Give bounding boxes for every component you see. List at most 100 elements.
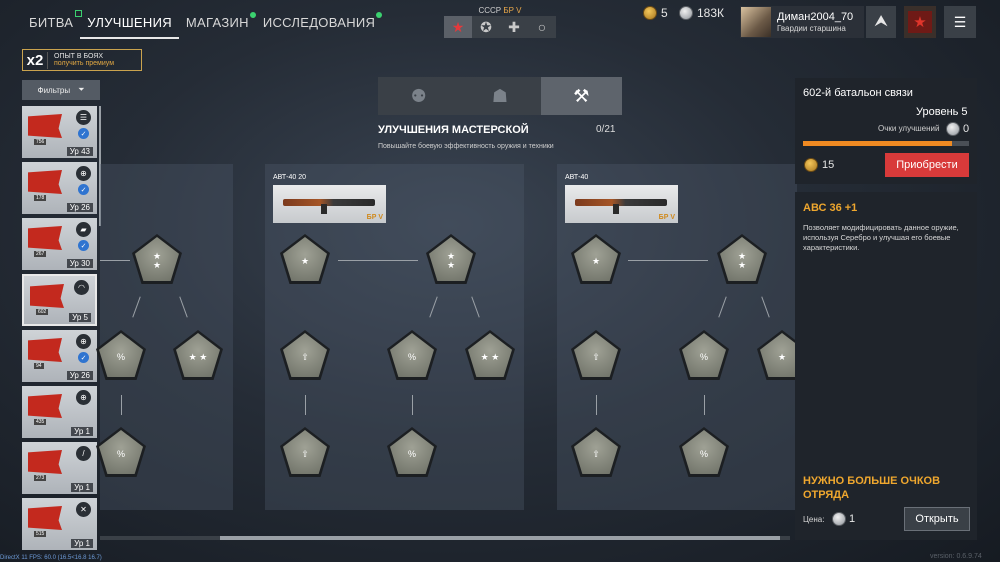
tree-connector [596, 395, 597, 415]
campaign-toggle: ★ ✪ ✚ ○ [444, 16, 556, 38]
gold-coin-icon [643, 6, 657, 20]
boost-multiplier: x2 [23, 51, 48, 69]
tab-shop-label: МАГАЗИН [185, 15, 249, 30]
notification-dot-icon [376, 12, 383, 18]
weapon-name: АВТ-40 20 [273, 174, 306, 181]
squad-level: Ур 1 [71, 427, 93, 436]
notification-square-icon [75, 10, 83, 17]
tab-upgrades[interactable]: УЛУЧШЕНИЯ [80, 12, 179, 39]
rank-chevron-icon[interactable]: ⮝ [866, 6, 896, 38]
buy-button[interactable]: Приобрести [885, 153, 969, 177]
officer-icon: ☗ [491, 85, 509, 106]
filters-button[interactable]: Фильтры ⏷ [22, 80, 100, 100]
upgrade-category-tabs: ⚉ ☗ ⚒ [378, 77, 622, 115]
squad-level: Ур 1 [71, 539, 93, 548]
menu-button[interactable]: ☰ [944, 6, 976, 38]
squad-flag-icon [28, 394, 62, 418]
check-icon: ✓ [78, 128, 89, 139]
squad-number: 273 [34, 475, 47, 481]
magazine-icon [613, 204, 619, 214]
tab-research[interactable]: ИССЛЕДОВАНИЯ [256, 12, 383, 39]
squad-card[interactable]: 273/Ур 1 [22, 442, 97, 494]
funnel-icon: ⏷ [78, 85, 85, 94]
squad-level: Ур 30 [66, 259, 93, 268]
level-progress-bar [803, 141, 969, 146]
squad-card[interactable]: 94⊕✓Ур 26 [22, 330, 97, 382]
tree-connector [338, 260, 418, 261]
tab-soldiers[interactable]: ⚉ [378, 77, 460, 115]
squad-flag-icon [28, 226, 62, 250]
profile-card[interactable]: Диман2004_70 Гвардии старшина [740, 6, 864, 38]
cost-amount: 1 [849, 513, 856, 525]
fps-counter: DirectX 11 FPS: 60.0 (16.5<16.8 16.7) [0, 555, 102, 561]
tab-battle[interactable]: БИТВА [22, 10, 83, 39]
version-label: version: 0.6.9.74 [930, 553, 982, 560]
weapon-card[interactable]: БР V [273, 185, 386, 223]
squad-number: 515 [34, 531, 47, 537]
nation-br: БР V [503, 6, 522, 15]
squad-card[interactable]: 756☰✓Ур 43 [22, 106, 97, 158]
gold-currency[interactable]: 5 [643, 6, 668, 20]
squad-level: Ур 26 [66, 371, 93, 380]
open-button[interactable]: Открыть [904, 507, 970, 531]
squad-flag-icon [28, 170, 62, 194]
tree-connector [305, 395, 306, 415]
buy-price-value: 15 [822, 159, 835, 171]
gold-amount: 5 [661, 6, 668, 20]
red-star-button[interactable]: ★ [904, 6, 936, 38]
squad-level: Ур 43 [66, 147, 93, 156]
rifle-icon [283, 199, 375, 206]
badge-icon[interactable]: ✪ [480, 18, 492, 35]
scrollbar-thumb[interactable] [220, 536, 780, 540]
tab-officer[interactable]: ☗ [459, 77, 541, 115]
weapon-card[interactable]: БР V [565, 185, 678, 223]
tab-shop[interactable]: МАГАЗИН [179, 12, 256, 39]
need-points-title: НУЖНО БОЛЬШЕ ОЧКОВ ОТРЯДА [803, 475, 941, 501]
upgrade-points-icon [946, 122, 960, 136]
squad-card[interactable]: 602◠Ур 5 [22, 274, 97, 326]
crosshair-icon: ⊕ [76, 334, 91, 349]
upgrades-title: УЛУЧШЕНИЯ МАСТЕРСКОЙ [378, 124, 529, 136]
tank-icon: ▰ [76, 222, 91, 237]
level-progress-fill [803, 141, 953, 146]
squad-flag-icon [28, 450, 62, 474]
headset-icon: ◠ [74, 280, 89, 295]
tab-upgrades-label: УЛУЧШЕНИЯ [87, 15, 172, 30]
check-icon: ✓ [78, 240, 89, 251]
avatar [741, 7, 771, 37]
check-icon: ✓ [78, 184, 89, 195]
squad-flag-icon [28, 506, 62, 530]
squad-number: 267 [34, 251, 47, 257]
circle-icon[interactable]: ○ [537, 19, 547, 35]
squad-number: 435 [34, 419, 47, 425]
crosshair-icon: ⊕ [76, 166, 91, 181]
tab-workshop[interactable]: ⚒ [540, 77, 622, 115]
squad-card[interactable]: 435⊕Ур 1 [22, 386, 97, 438]
squad-flag-icon [30, 284, 64, 308]
tree-connector [628, 260, 708, 261]
red-star-icon: ★ [908, 11, 932, 33]
squad-list-scrollbar[interactable] [99, 106, 101, 226]
horizontal-scrollbar[interactable] [100, 536, 790, 540]
upgrade-item-title: АВС 36 +1 [803, 202, 858, 214]
rifle-icon [575, 199, 667, 206]
premium-boost-banner[interactable]: x2 ОПЫТ В БОЯХ получить премиум [22, 49, 142, 71]
tree-connector [100, 260, 130, 261]
magazine-icon [321, 204, 327, 214]
squad-card[interactable]: 515✕Ур 1 [22, 498, 97, 550]
silver-currency[interactable]: 183К [679, 6, 724, 20]
squad-card[interactable]: 267 ▰ ✓ Ур 30 [22, 218, 97, 270]
cross-icon[interactable]: ✚ [508, 18, 520, 35]
soldiers-icon: ⚉ [410, 85, 427, 106]
weapons-icon: ⚒ [573, 85, 590, 106]
buy-price: 15 [804, 158, 834, 172]
squad-level: Уровень 5 [916, 106, 968, 118]
tree-connector [412, 395, 413, 415]
hamburger-icon: ☰ [953, 13, 967, 30]
tree-connector [704, 395, 705, 415]
squad-flag-icon [28, 114, 62, 138]
boost-premium-link[interactable]: получить премиум [54, 60, 115, 67]
squad-card[interactable]: 178⊕✓Ур 26 [22, 162, 97, 214]
filters-label: Фильтры [37, 85, 71, 95]
star-icon[interactable]: ★ [444, 16, 472, 38]
